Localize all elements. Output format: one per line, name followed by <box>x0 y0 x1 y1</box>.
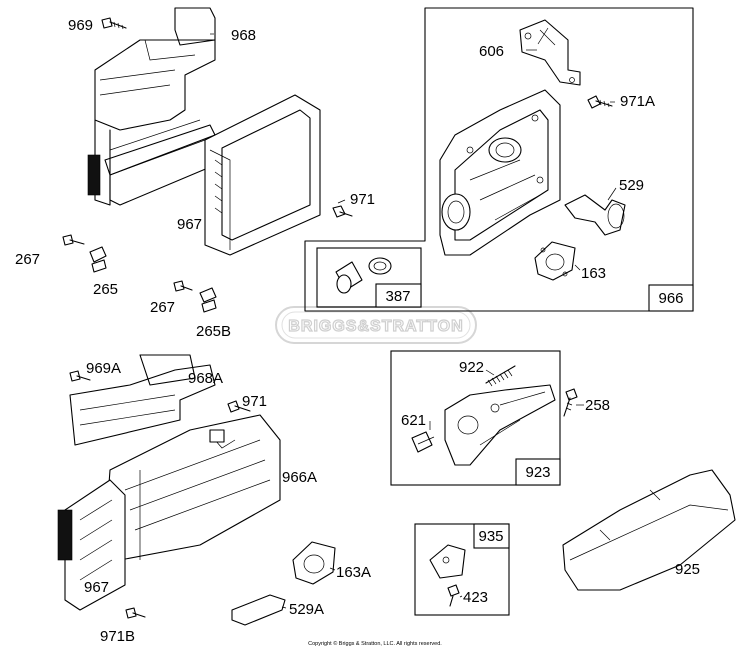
part-gasket-163A <box>292 541 336 585</box>
part-screw-423 <box>447 584 460 607</box>
part-air-cleaner-base-968A <box>69 354 216 446</box>
copyright-text: Copyright © Briggs & Stratton, LLC. All … <box>308 640 442 647</box>
callout-967-lower: 967 <box>84 579 109 596</box>
callout-967-top: 967 <box>177 216 202 233</box>
part-tube-529A <box>231 594 286 626</box>
part-spring-922 <box>485 365 516 387</box>
callout-969A: 969A <box>86 360 121 377</box>
part-air-cleaner-base-968 <box>87 7 216 206</box>
callout-971-upper: 971 <box>350 191 375 208</box>
callout-966A: 966A <box>282 469 317 486</box>
part-screw-971-lower <box>227 400 251 413</box>
callout-529A: 529A <box>289 601 324 618</box>
part-bracket-606 <box>519 19 581 86</box>
callout-529: 529 <box>619 177 644 194</box>
callout-968A: 968A <box>188 370 223 387</box>
callout-922: 922 <box>459 359 484 376</box>
leader-lines <box>210 33 617 609</box>
callout-163A: 163A <box>336 564 371 581</box>
callout-423: 423 <box>463 589 488 606</box>
part-cover-925 <box>562 469 736 591</box>
part-screw-267-a <box>62 234 85 246</box>
callout-621: 621 <box>401 412 426 429</box>
box-label-923: 923 <box>525 464 550 481</box>
part-elbow-529 <box>564 194 626 236</box>
callout-925: 925 <box>675 561 700 578</box>
callout-258: 258 <box>585 397 610 414</box>
frame-923-kit <box>390 350 561 486</box>
box-label-935: 935 <box>478 528 503 545</box>
callout-163: 163 <box>581 265 606 282</box>
part-screw-258 <box>563 388 578 417</box>
callout-969: 969 <box>68 17 93 34</box>
part-screw-969A <box>69 370 91 382</box>
part-air-filter-967 <box>204 94 321 256</box>
box-label-966: 966 <box>658 290 683 307</box>
part-clip-265 <box>89 246 107 273</box>
part-link-621 <box>411 431 435 453</box>
part-screw-971-upper <box>332 205 353 218</box>
callout-265B: 265B <box>196 323 231 340</box>
frame-935-kit <box>414 523 510 616</box>
part-spring-grommet-387 <box>335 257 392 294</box>
part-governor-lever-assembly <box>444 384 556 466</box>
callout-971A: 971A <box>620 93 655 110</box>
part-screw-969 <box>101 17 127 30</box>
frame-387-kit <box>316 247 422 308</box>
frame-966-assembly <box>304 7 694 312</box>
watermark-logo: BRIGGS&STRATTON <box>275 306 477 344</box>
callout-267-a: 267 <box>15 251 40 268</box>
part-screw-971B <box>125 607 146 619</box>
part-screw-971A <box>587 95 613 109</box>
callout-606: 606 <box>479 43 504 60</box>
callout-265: 265 <box>93 281 118 298</box>
callout-968: 968 <box>231 27 256 44</box>
box-label-387: 387 <box>385 288 410 305</box>
part-gasket-163 <box>534 241 576 281</box>
part-control-bracket-935 <box>429 544 466 579</box>
callout-971B: 971B <box>100 628 135 645</box>
part-blower-housing-966A <box>104 414 281 561</box>
callout-971-lower: 971 <box>242 393 267 410</box>
part-air-filter-967-lower <box>57 479 126 611</box>
part-carburetor-body-966 <box>439 89 561 256</box>
part-clip-265B <box>199 287 217 313</box>
callout-267-b: 267 <box>150 299 175 316</box>
watermark-text: BRIGGS&STRATTON <box>288 318 463 335</box>
part-screw-267-b <box>173 280 193 292</box>
